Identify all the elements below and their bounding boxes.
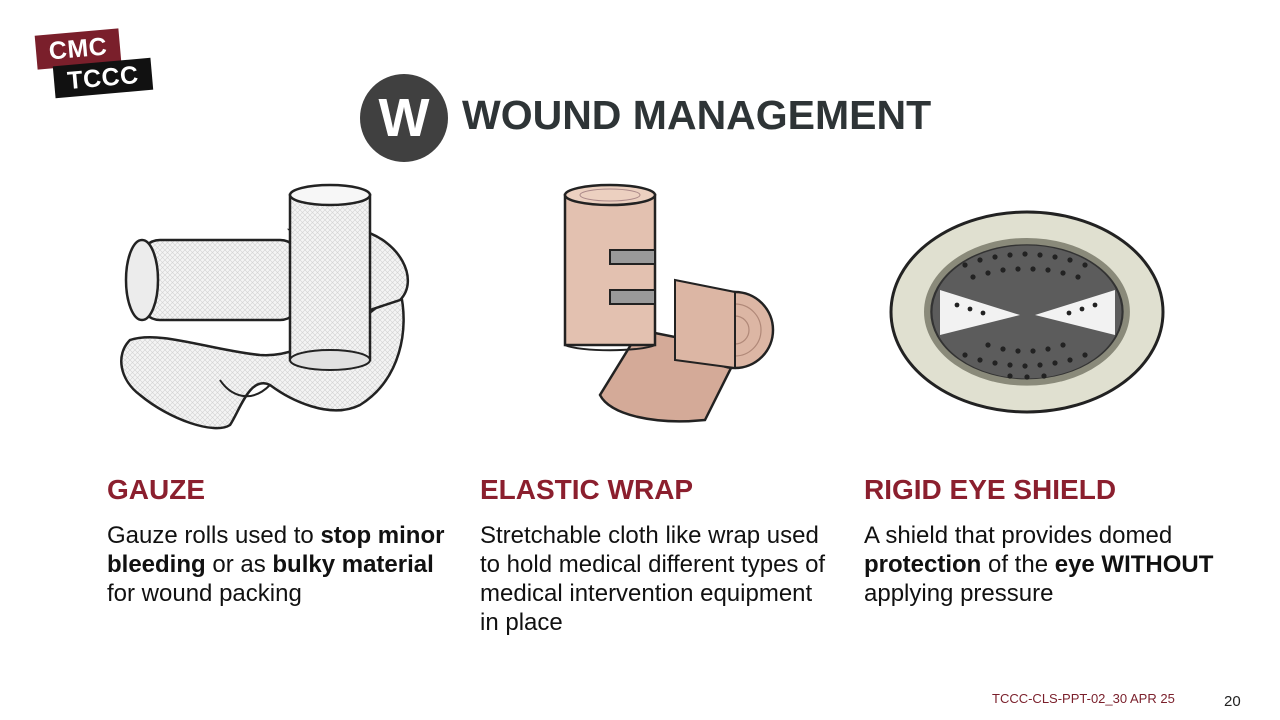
desc-segment: applying pressure: [864, 580, 1054, 607]
desc-segment: Gauze rolls used to: [107, 522, 321, 549]
desc-segment: of the: [981, 551, 1055, 578]
section-badge: W: [360, 74, 448, 162]
heading-gauze: GAUZE: [107, 474, 205, 505]
heading-rigid-eye-shield: RIGID EYE SHIELD: [864, 474, 1117, 505]
desc-rigid-eye-shield: A shield that provides domed protection …: [864, 521, 1214, 608]
desc-segment: A shield that provides domed: [864, 522, 1173, 549]
gauze-roll-illustration: [120, 183, 410, 430]
document-id: TCCC-CLS-PPT-02_30 APR 25: [992, 691, 1175, 706]
heading-elastic-wrap: ELASTIC WRAP: [480, 474, 694, 505]
desc-gauze: Gauze rolls used to stop minor bleeding …: [107, 521, 457, 608]
desc-segment: or as: [205, 551, 273, 578]
desc-elastic-wrap: Stretchable cloth like wrap used to hold…: [480, 521, 835, 637]
elastic-wrap-illustration: [563, 183, 775, 423]
page-title: WOUND MANAGEMENT: [462, 92, 932, 138]
desc-segment: eye WITHOUT: [1054, 551, 1214, 578]
cmc-tccc-logo: CMC TCCC: [34, 26, 156, 99]
page-number: 20: [1224, 693, 1241, 710]
eye-shield-illustration: [889, 210, 1165, 414]
desc-segment: bulky material: [272, 551, 434, 578]
desc-segment: for wound packing: [107, 580, 302, 607]
desc-segment: stop minor bleeding: [107, 522, 445, 578]
desc-segment: Stretchable cloth like wrap used to hold…: [480, 522, 826, 636]
desc-segment: protection: [864, 551, 982, 578]
